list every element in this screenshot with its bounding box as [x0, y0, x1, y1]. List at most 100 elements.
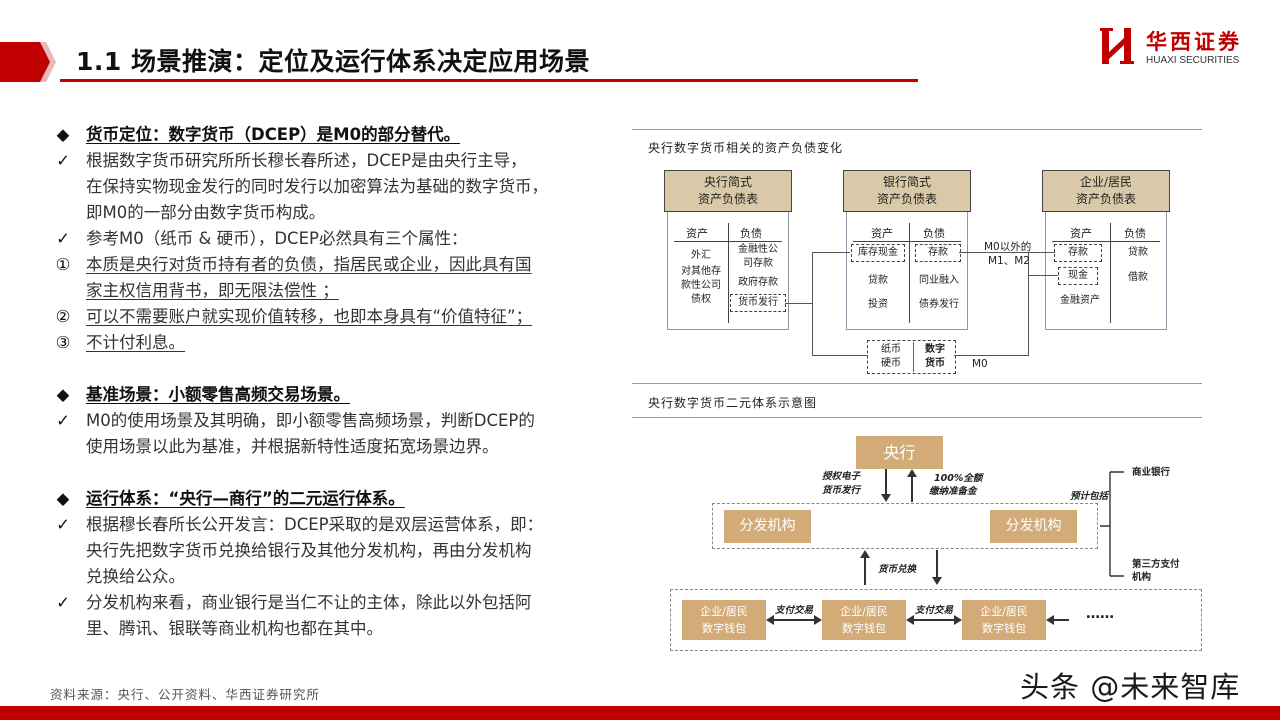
check-icon: ✓ [56, 515, 70, 534]
auth-label-1: 授权电子 [822, 471, 861, 482]
m0-other-label-2: M1、M2 [988, 255, 1030, 267]
bullet-line: 里、腾讯、银联等商业机构也都在其中。 [48, 616, 623, 642]
bullet-line: ✓分发机构来看，商业银行是当仁不让的主体，除此以外包括阿 [48, 590, 623, 616]
check-icon: ✓ [56, 229, 70, 248]
bullet-text: 不计付利息。 [86, 333, 185, 352]
watermark: 头条 @未来智库 [1020, 670, 1241, 704]
third-party-label-2: 机构 [1132, 572, 1152, 583]
distributor-left-box: 分发机构 [724, 510, 811, 543]
bullet-text: 货币定位：数字货币（DCEP）是M0的部分替代。 [86, 125, 461, 144]
bullet-text: 家主权信用背书，即无限法偿性 ； [86, 281, 339, 300]
bank-liab-bonds: 债券发行 [919, 299, 959, 310]
third-party-label-1: 第三方支付 [1132, 559, 1180, 570]
bank-title-line1: 银行简式 [882, 175, 931, 189]
more-wallets-ellipsis: …… [1086, 606, 1114, 622]
central-title-line2: 资产负债表 [697, 192, 758, 206]
household-cash-box [1058, 267, 1098, 285]
section-heading: ◆货币定位：数字货币（DCEP）是M0的部分替代。 [48, 122, 623, 148]
bullet-text: 参考M0（纸币 & 硬币），DCEP必然具有三个属性： [86, 229, 468, 248]
bullet-line: ✓ 根据数字货币研究所所长穆长春所述，DCEP是由央行主导， [48, 148, 623, 174]
central-liab-issue: 货币发行 [738, 297, 778, 308]
figure2-top-rule [632, 383, 1202, 384]
pay2-right-head [954, 615, 962, 625]
bullet-line: 使用场景以此为基准，并根据新特性适度拓宽场景边界。 [48, 434, 623, 460]
check-icon: ✓ [56, 593, 70, 612]
household-liab-loans: 贷款 [1128, 247, 1148, 258]
pay1-shaft [773, 619, 815, 621]
includes-brace-icon [1100, 471, 1124, 577]
bullet-line: ✓M0的使用场景及其明确，即小额零售高频场景，判断DCEP的 [48, 408, 623, 434]
bullet-text: 使用场景以此为基准，并根据新特性适度拓宽场景边界。 [86, 437, 499, 456]
logo-name-en: HUAXI SECURITIES [1146, 55, 1240, 66]
bullet-line: 兑换给公众。 [48, 564, 623, 590]
wallet-box-2: 企业/居民 数字钱包 [822, 600, 906, 640]
bullet-line: 央行先把数字货币兑换给银行及其他分发机构，再由分发机构 [48, 538, 623, 564]
bank-t-vline [909, 223, 910, 323]
central-asset-claims-2: 款性公司 [681, 280, 721, 291]
household-balance-sheet: 企业/居民 资产负债表 资产 负债 存款 现金 金融资产 贷款 借款 [1042, 170, 1170, 330]
wallet-group-box [670, 589, 1202, 651]
bullet-text: 基准场景：小额零售高频交易场景。 [86, 385, 350, 404]
bullet-text: 运行体系：“央行—商行”的二元运行体系。 [86, 489, 405, 508]
digital-label-1: 数字 [925, 344, 945, 355]
company-logo: 华西证券 HUAXI SECURITIES [1100, 22, 1260, 72]
issue-connector-h [785, 303, 813, 304]
spacer [48, 460, 623, 486]
section-heading: ◆ 运行体系：“央行—商行”的二元运行体系。 [48, 486, 623, 512]
cash-connector [812, 252, 850, 253]
bullet-line: ✓ 根据穆长春所长公开发言：DCEP采取的是双层运营体系，即： [48, 512, 623, 538]
household-asset-fin: 金融资产 [1060, 295, 1100, 306]
bullet-text: 可以不需要账户就实现价值转移，也即本身具有“价值特征”； [86, 307, 533, 326]
paper-label-1: 纸币 [881, 344, 901, 355]
pay3-shaft [1053, 619, 1069, 621]
central-asset-claims-1: 对其他存 [681, 266, 721, 277]
cash-link-connector [1028, 275, 1058, 276]
household-t-vline [1110, 223, 1111, 323]
wallet-box-1: 企业/居民 数字钱包 [682, 600, 766, 640]
household-asset-deposits: 存款 [1068, 247, 1088, 258]
paper-connector [812, 355, 868, 356]
digital-label-2: 货币 [925, 358, 945, 369]
central-liab-header: 负债 [740, 227, 762, 240]
household-asset-header: 资产 [1070, 227, 1092, 240]
household-t-hline [1052, 241, 1160, 242]
currency-divider [913, 342, 914, 372]
bank-title-line2: 资产负债表 [876, 192, 937, 206]
bullet-text: 根据穆长春所长公开发言：DCEP采取的是双层运营体系，即： [86, 515, 544, 534]
diamond-icon: ◆ [56, 489, 70, 508]
bullet-list: ◆货币定位：数字货币（DCEP）是M0的部分替代。✓根据数字货币研究所所长穆长春… [48, 122, 623, 642]
check-icon: ✓ [56, 411, 70, 430]
bank-liab-deposits: 存款 [928, 247, 948, 258]
exchange-down-shaft [936, 550, 938, 578]
bank-liab-interbank: 同业融入 [919, 275, 959, 286]
pay1-left-head [766, 615, 774, 625]
bank-balance-sheet: 银行简式 资产负债表 资产 负债 库存现金 贷款 投资 存款 同业融入 债券发行 [843, 170, 971, 330]
wallet-1-line2: 数字钱包 [702, 622, 746, 635]
reserve-label-2: 缴纳准备金 [929, 486, 977, 497]
bullet-line: 在保持实物现金发行的同时发行以加密算法为基础的数字货币， [48, 174, 623, 200]
section-heading: ◆基准场景：小额零售高频交易场景。 [48, 382, 623, 408]
central-liab-gov: 政府存款 [738, 277, 778, 288]
distributor-right-box: 分发机构 [990, 510, 1077, 543]
expected-label: 预计包括 [1070, 491, 1109, 502]
bullet-line: ✓ 参考M0（纸币 & 硬币），DCEP必然具有三个属性： [48, 226, 623, 252]
bank-asset-loans: 贷款 [868, 275, 888, 286]
central-bank-balance-sheet: 央行简式 资产负债表 资产 负债 外汇 对其他存 款性公司 债权 金融性公 司存… [664, 170, 792, 330]
spacer [48, 356, 623, 382]
distributor-group-box [712, 503, 1098, 549]
pay1-right-head [814, 615, 822, 625]
exchange-label: 货币兑换 [878, 564, 917, 575]
reserve-arrow-head [907, 469, 917, 477]
wallet-3-line2: 数字钱包 [982, 622, 1026, 635]
bullet-text: 根据数字货币研究所所长穆长春所述，DCEP是由央行主导， [86, 151, 527, 170]
household-title-line1: 企业/居民 [1079, 175, 1133, 189]
list-number: ③ [55, 333, 71, 352]
currency-box [867, 340, 956, 374]
check-icon: ✓ [56, 151, 70, 170]
pboc-box: 央行 [856, 436, 943, 469]
commercial-bank-label: 商业银行 [1132, 467, 1171, 478]
m0-connector-h [954, 355, 1029, 356]
central-liab-fin-1: 金融性公 [738, 244, 778, 255]
bullet-text: 央行先把数字货币兑换给银行及其他分发机构，再由分发机构 [86, 541, 532, 560]
list-number: ② [55, 307, 71, 326]
